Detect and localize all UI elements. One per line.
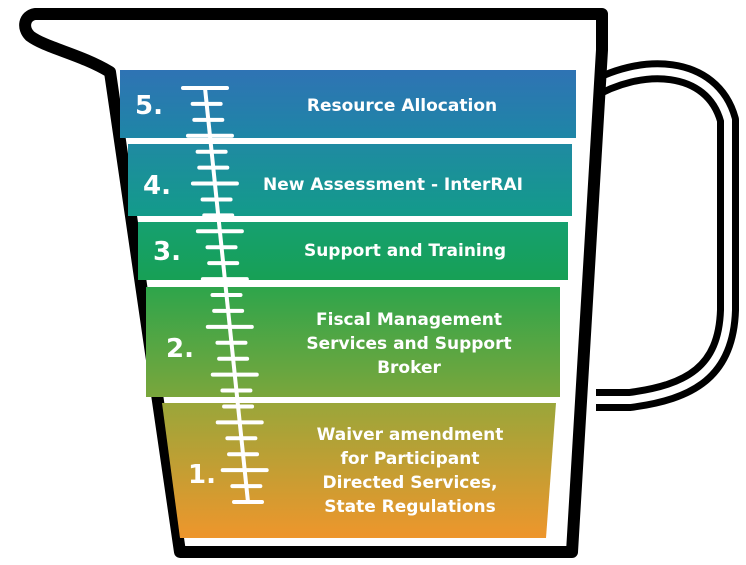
- level-1-label-line-4: State Regulations: [324, 497, 495, 517]
- level-4-label: New Assessment - InterRAI: [263, 175, 523, 195]
- level-2-number: 2.: [166, 334, 194, 364]
- level-2-label-line-3: Broker: [377, 358, 441, 378]
- level-1-label-line-2: for Participant: [341, 449, 480, 469]
- band-2: [146, 287, 560, 397]
- level-4-number: 4.: [143, 171, 171, 201]
- level-5-number: 5.: [135, 91, 163, 121]
- cup-handle-inner: [585, 67, 732, 404]
- band-4: [128, 144, 572, 216]
- level-1-label-line-3: Directed Services,: [323, 473, 498, 493]
- level-5-label: Resource Allocation: [307, 96, 497, 116]
- measurement-ruler: [181, 86, 269, 504]
- level-2-label-line-2: Services and Support: [306, 334, 511, 354]
- level-1-label-line-1: Waiver amendment: [317, 425, 504, 445]
- level-2-label-line-1: Fiscal Management: [316, 310, 502, 330]
- cup-handle: [582, 60, 739, 411]
- band-1: [162, 403, 556, 538]
- level-3-label: Support and Training: [304, 241, 506, 261]
- level-3-number: 3.: [153, 237, 181, 267]
- level-1-number: 1.: [188, 460, 216, 490]
